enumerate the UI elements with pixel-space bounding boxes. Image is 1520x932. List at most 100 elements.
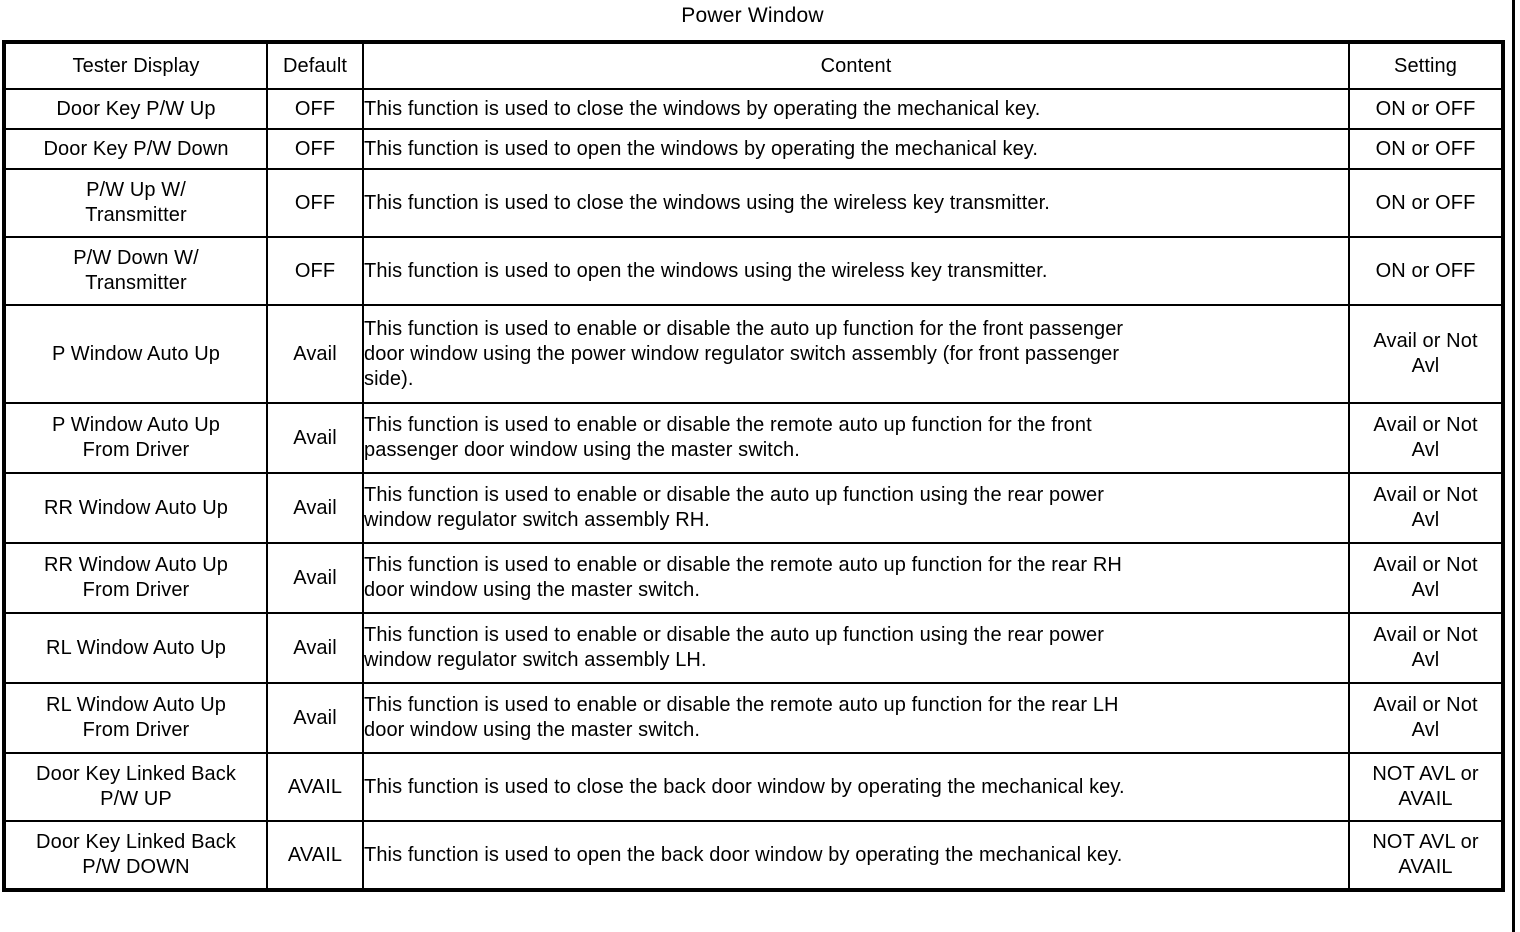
cell-tester-display: P/W Up W/Transmitter: [3, 168, 268, 238]
table-row: Door Key P/W Down OFF This function is use…: [3, 128, 1504, 170]
cell-default: AVAIL: [266, 752, 364, 822]
cell-content: This function is used to enable or disab…: [362, 542, 1350, 614]
cell-content-line: This function is used to open the window…: [364, 137, 1039, 160]
cell-content-line: This function is used to enable or disab…: [364, 317, 1124, 340]
cell-content-line: This function is used to enable or disab…: [364, 624, 1104, 646]
cell-tester-display-line: Transmitter: [85, 272, 187, 294]
column-header-setting: Setting: [1348, 41, 1504, 90]
cell-tester-display-line: P Window Auto Up: [52, 342, 220, 365]
cell-content-line: door window using the master switch.: [364, 719, 700, 741]
cell-content: This function is used to enable or disab…: [362, 304, 1350, 404]
cell-content: This function is used to close the windo…: [362, 88, 1350, 130]
cell-content: This function is used to open the window…: [362, 236, 1350, 306]
cell-setting-line: ON or OFF: [1375, 97, 1476, 120]
table-row: RL Window Auto Up Avail This function is u…: [3, 612, 1504, 684]
cell-content: This function is used to enable or disab…: [362, 612, 1350, 684]
cell-content-line: This function is used to enable or disab…: [364, 554, 1122, 576]
cell-tester-display: P Window Auto Up From Driver: [3, 402, 268, 474]
cell-default-line: Avail: [293, 636, 337, 659]
cell-default-line: Avail: [293, 566, 337, 589]
cell-content-line: This function is used to open the window…: [364, 259, 1048, 282]
cell-setting-line: Avl: [1411, 439, 1440, 461]
cell-setting: ON or OFF: [1348, 128, 1504, 170]
cell-content-line: side).: [364, 367, 414, 390]
cell-setting: ON or OFF: [1348, 168, 1504, 238]
cell-default-line: OFF: [294, 191, 336, 214]
table-header: Tester Display Default Content Setting: [3, 41, 1504, 90]
cell-tester-display-line: From Driver: [82, 719, 190, 741]
cell-default: Avail: [266, 472, 364, 544]
cell-setting-line: AVAIL: [1398, 788, 1453, 810]
cell-tester-display-line: RR Window Auto Up: [44, 554, 228, 576]
cell-setting-line: Avail or Not: [1373, 694, 1478, 716]
cell-setting-line: Avl: [1411, 509, 1440, 531]
cell-default: OFF: [266, 128, 364, 170]
column-header-content: Content: [362, 41, 1350, 90]
cell-content-line: passenger door window using the master s…: [364, 439, 800, 461]
table-row: RR Window Auto Up From Driver Avail This fu…: [3, 542, 1504, 614]
column-header-tester-display: Tester Display: [3, 41, 268, 90]
cell-content-line: This function is used to open the back d…: [364, 843, 1123, 866]
cell-setting-line: Avl: [1411, 579, 1440, 601]
power-window-customize-table: Tester Display Default Content Setting D…: [2, 40, 1505, 892]
cell-tester-display-line: P/W DOWN: [82, 856, 190, 878]
cell-tester-display: Door Key P/W Up: [3, 88, 268, 130]
cell-tester-display-line: P/W UP: [100, 788, 172, 810]
cell-setting-line: Avl: [1411, 355, 1440, 377]
cell-default-line: Avail: [293, 342, 337, 365]
cell-tester-display-line: From Driver: [82, 439, 190, 461]
cell-content-line: This function is used to close the windo…: [364, 191, 1050, 214]
cell-default: Avail: [266, 542, 364, 614]
cell-setting-line: Avail or Not: [1373, 624, 1478, 646]
cell-setting: ON or OFF: [1348, 236, 1504, 306]
table-header-row: Tester Display Default Content Setting: [3, 41, 1504, 90]
cell-default: Avail: [266, 402, 364, 474]
cell-setting: ON or OFF: [1348, 88, 1504, 130]
cell-tester-display: RL Window Auto Up From Driver: [3, 682, 268, 754]
cell-content-line: window regulator switch assembly RH.: [364, 509, 710, 531]
page-title: Power Window: [681, 4, 824, 27]
cell-tester-display-line: Door Key P/W Up: [56, 97, 216, 120]
cell-setting-line: ON or OFF: [1375, 137, 1476, 160]
cell-setting-line: ON or OFF: [1375, 259, 1476, 282]
cell-default-line: OFF: [294, 97, 336, 120]
cell-default-line: AVAIL: [287, 775, 343, 798]
cell-tester-display: RR Window Auto Up From Driver: [3, 542, 268, 614]
cell-default-line: Avail: [293, 706, 337, 729]
cell-content: This function is used to open the window…: [362, 128, 1350, 170]
cell-tester-display-line: RL Window Auto Up: [46, 694, 226, 716]
cell-content-line: This function is used to enable or disab…: [364, 694, 1119, 716]
cell-tester-display-line: RL Window Auto Up: [46, 636, 226, 659]
cell-tester-display-line: P Window Auto Up: [52, 414, 220, 436]
cell-default-line: Avail: [293, 426, 337, 449]
cell-content: This function is used to close the windo…: [362, 168, 1350, 238]
cell-tester-display-line: Transmitter: [85, 204, 187, 226]
cell-content: This function is used to enable or disab…: [362, 682, 1350, 754]
cell-default-line: OFF: [294, 259, 336, 282]
cell-setting-line: Avl: [1411, 649, 1440, 671]
cell-setting-line: Avail or Not: [1373, 330, 1478, 352]
cell-content-line: This function is used to close the back …: [364, 775, 1125, 798]
cell-content-line: This function is used to enable or disab…: [364, 414, 1092, 436]
table-row: Door Key P/W Up OFF This function is used …: [3, 88, 1504, 130]
cell-content-line: window regulator switch assembly LH.: [364, 649, 707, 671]
cell-tester-display-line: Door Key P/W Down: [43, 137, 229, 160]
cell-default-line: OFF: [294, 137, 336, 160]
cell-content-line: This function is used to close the windo…: [364, 97, 1041, 120]
table-row: RL Window Auto Up From Driver Avail This fu…: [3, 682, 1504, 754]
cell-tester-display-line: From Driver: [82, 579, 190, 601]
cell-tester-display-line: P/W Down W/: [73, 247, 199, 269]
cell-content: This function is used to close the back …: [362, 752, 1350, 822]
cell-default: AVAIL: [266, 820, 364, 891]
table-body: Door Key P/W Up OFF This function is used …: [3, 88, 1504, 891]
cell-default: OFF: [266, 168, 364, 238]
page-edge-rule: [1512, 0, 1515, 932]
cell-default: Avail: [266, 304, 364, 404]
